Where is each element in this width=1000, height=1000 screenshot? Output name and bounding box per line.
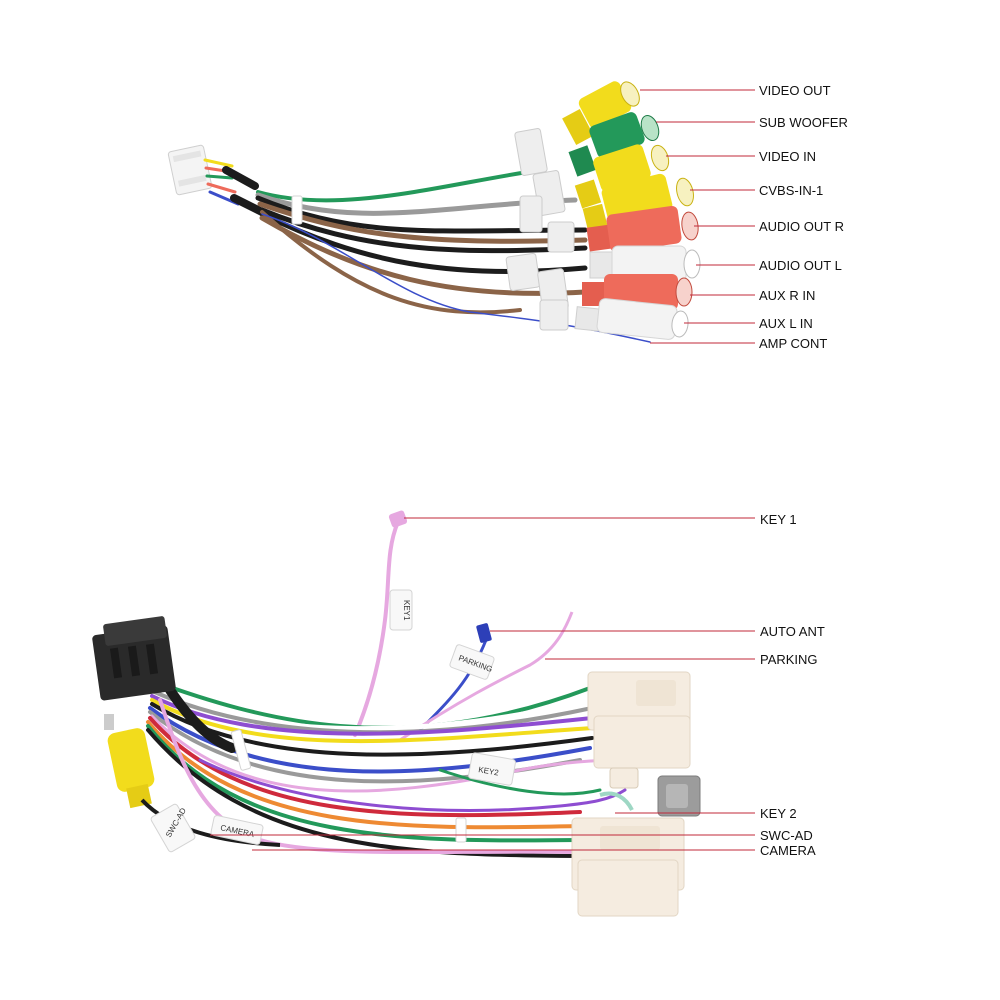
swc-tag <box>150 803 196 853</box>
cable-tie-1 <box>230 729 252 771</box>
connector-stub-wires <box>203 158 266 216</box>
camera-rca-plug <box>104 714 155 809</box>
label-video-in: VIDEO IN <box>759 149 816 164</box>
cable-tie <box>291 195 303 225</box>
key1-wire <box>353 520 400 737</box>
wire-wrap <box>165 685 237 753</box>
parking-tag <box>449 644 495 680</box>
power-leader-lines <box>210 517 755 851</box>
key2-tag-text: KEY2 <box>478 765 500 778</box>
key2-tag <box>468 752 516 786</box>
key1-terminal <box>388 510 408 528</box>
auto-ant-terminal <box>476 623 492 643</box>
label-key-2: KEY 2 <box>760 806 797 821</box>
label-aux-r-in: AUX R IN <box>759 288 815 303</box>
wire-label-sleeves <box>505 128 575 331</box>
label-parking: PARKING <box>760 652 818 667</box>
white-connector-lower <box>571 817 685 917</box>
white-connector-upper <box>587 671 691 769</box>
label-sub-woofer: SUB WOOFER <box>759 115 848 130</box>
label-audio-out-r: AUDIO OUT R <box>759 219 844 234</box>
rca-harness: VIDEO OUT SUB WOOFER VIDEO IN CVBS-IN-1 … <box>167 81 848 351</box>
label-key-1: KEY 1 <box>760 512 797 527</box>
key1-tag <box>389 589 413 631</box>
power-harness: KEY1 PARKING <box>92 510 825 917</box>
rca-harness-connector <box>167 144 213 196</box>
label-auto-ant: AUTO ANT <box>760 624 825 639</box>
cable-tie-2 <box>455 817 467 843</box>
rca-plug-audio-out-r <box>586 205 699 253</box>
label-camera: CAMERA <box>760 843 816 858</box>
power-labels: KEY 1 AUTO ANT PARKING KEY 2 SWC-AD CAME… <box>760 512 825 858</box>
label-video-out: VIDEO OUT <box>759 83 831 98</box>
label-aux-l-in: AUX L IN <box>759 316 813 331</box>
rca-plug-aux-l-in <box>574 298 689 340</box>
small-key2-connector <box>599 767 701 817</box>
label-amp-cont: AMP CONT <box>759 336 827 351</box>
power-harness-wires <box>146 678 627 858</box>
parking-wire <box>399 611 574 742</box>
label-cvbs-in-1: CVBS-IN-1 <box>759 183 823 198</box>
rca-labels: VIDEO OUT SUB WOOFER VIDEO IN CVBS-IN-1 … <box>759 83 848 351</box>
label-audio-out-l: AUDIO OUT L <box>759 258 842 273</box>
black-harness-connector <box>92 616 176 701</box>
rca-leader-lines <box>640 89 755 344</box>
key1-tag-text: KEY1 <box>402 600 411 621</box>
label-swc-ad: SWC-AD <box>760 828 813 843</box>
